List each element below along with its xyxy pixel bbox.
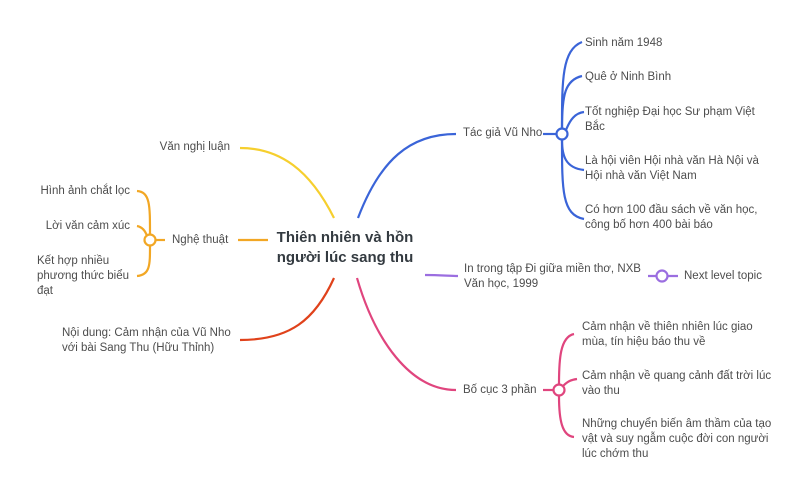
- subtopic-part-1[interactable]: Cảm nhận về thiên nhiên lúc giao mùa, tí…: [582, 321, 753, 348]
- central-topic-line1: Thiên nhiên và hồn: [276, 229, 414, 246]
- subtopic-hometown[interactable]: Quê ở Ninh Bình: [585, 71, 672, 83]
- subtopic-mixed-modes[interactable]: Kết hợp nhiều phương thức biểu đạt: [37, 255, 129, 297]
- topic-structure[interactable]: Bố cục 3 phần: [463, 384, 537, 396]
- central-topic[interactable]: Thiên nhiên và hồn người lúc sang thu: [270, 228, 420, 268]
- central-topic-line2: người lúc sang thu: [276, 249, 414, 266]
- subtopic-education[interactable]: Tốt nghiệp Đại học Sư phạm Việt Bắc: [585, 106, 755, 133]
- subtopic-part-2[interactable]: Cảm nhận về quang cảnh đất trời lúc vào …: [582, 370, 772, 397]
- topic-art[interactable]: Nghệ thuật: [172, 234, 229, 246]
- subtopic-next-level[interactable]: Next level topic: [684, 270, 762, 282]
- subtopic-publications[interactable]: Có hơn 100 đầu sách về văn học, công bố …: [585, 204, 758, 231]
- subtopic-emotional-prose[interactable]: Lời văn cảm xúc: [45, 220, 130, 232]
- topic-content[interactable]: Nội dung: Cảm nhận của Vũ Nho với bài Sa…: [62, 327, 231, 354]
- topic-author[interactable]: Tác giả Vũ Nho: [463, 127, 543, 139]
- subtopic-membership[interactable]: Là hội viên Hội nhà văn Hà Nội và Hội nh…: [585, 155, 759, 182]
- topic-genre[interactable]: Văn nghị luận: [159, 141, 230, 153]
- subtopic-imagery[interactable]: Hình ảnh chắt lọc: [40, 185, 130, 197]
- topic-published-in[interactable]: In trong tập Đi giữa miền thơ, NXB Văn h…: [464, 263, 641, 290]
- subtopic-part-3[interactable]: Những chuyển biến âm thầm của tạo vật và…: [582, 418, 772, 460]
- subtopic-birth-year[interactable]: Sinh năm 1948: [585, 37, 663, 49]
